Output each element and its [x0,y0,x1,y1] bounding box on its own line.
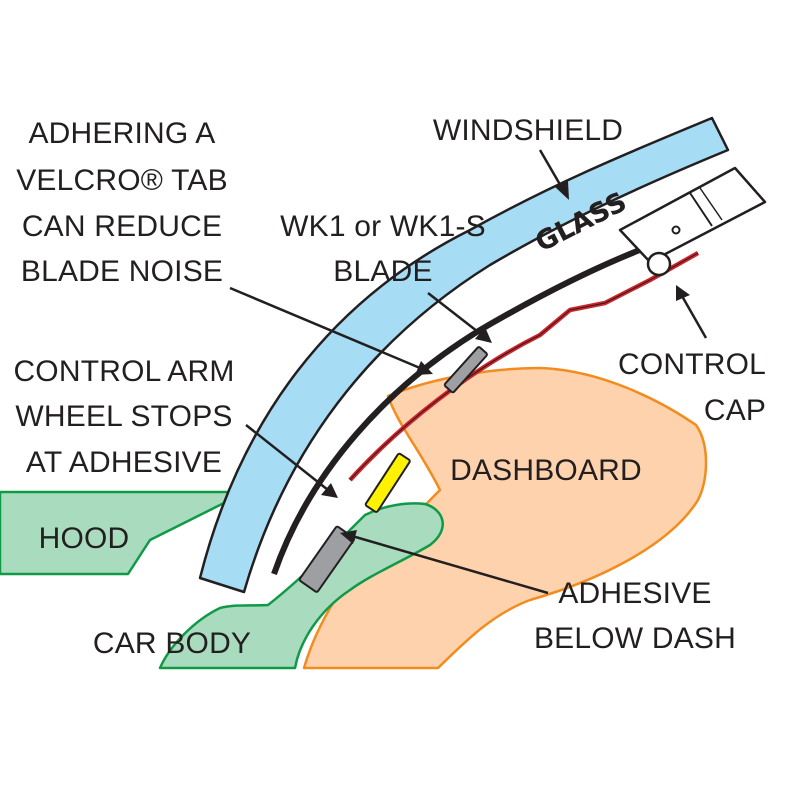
control-cap-wheel [646,251,672,277]
arrowheads [321,181,690,544]
control-cap-arrowhead [676,285,690,301]
velcro-leader [229,286,421,370]
velcro-label-line1: ADHERING A [28,117,215,150]
control-cap-assembly [618,166,767,277]
blade-label-line2: BLADE [333,255,432,288]
control-cap-label-line2: CAP [704,394,766,427]
leader-lines [229,149,708,595]
blade-label-line1: WK1 or WK1-S [280,210,486,243]
dashboard-label: DASHBOARD [450,454,642,487]
control-arm-label-line3: AT ADHESIVE [26,446,222,479]
blade-leader [427,292,483,336]
control-cap-label-line1: CONTROL [618,348,766,381]
windshield-label: WINDSHIELD [433,114,623,147]
control-cap-pin [671,225,681,235]
control-arm-arrowhead [321,483,338,498]
windshield-leader [538,149,564,189]
car-body-label: CAR BODY [93,627,251,660]
blade-arrowhead [475,327,492,343]
adhesive-arrowhead [340,530,357,544]
hood-label: HOOD [39,522,130,555]
velcro-tab [443,346,488,394]
car-body-shape [158,502,444,670]
wiper-blade [271,243,652,575]
velcro-label-line3: CAN REDUCE [22,210,222,243]
velcro-label-line4: BLADE NOISE [21,255,223,288]
control-arm-leader [245,424,329,491]
adhesive-label-line1: ADHESIVE [558,577,711,610]
control-arm-label-line2: WHEEL STOPS [15,400,232,433]
housing-divider-inner [699,187,723,221]
wiper-arm-housing [618,166,767,264]
wheel-stop-adhesive [364,452,411,513]
velcro-label-line2: VELCRO® TAB [16,164,228,197]
control-cap-leader [680,295,708,339]
velcro-arrowhead [415,361,433,375]
control-arm-label-line1: CONTROL ARM [13,355,234,388]
housing-divider [689,192,713,227]
windshield-arrowhead [554,181,569,200]
adhesive-label-line2: BELOW DASH [534,622,736,655]
windshield-glass [198,116,730,594]
adhesive-leader [351,534,549,595]
